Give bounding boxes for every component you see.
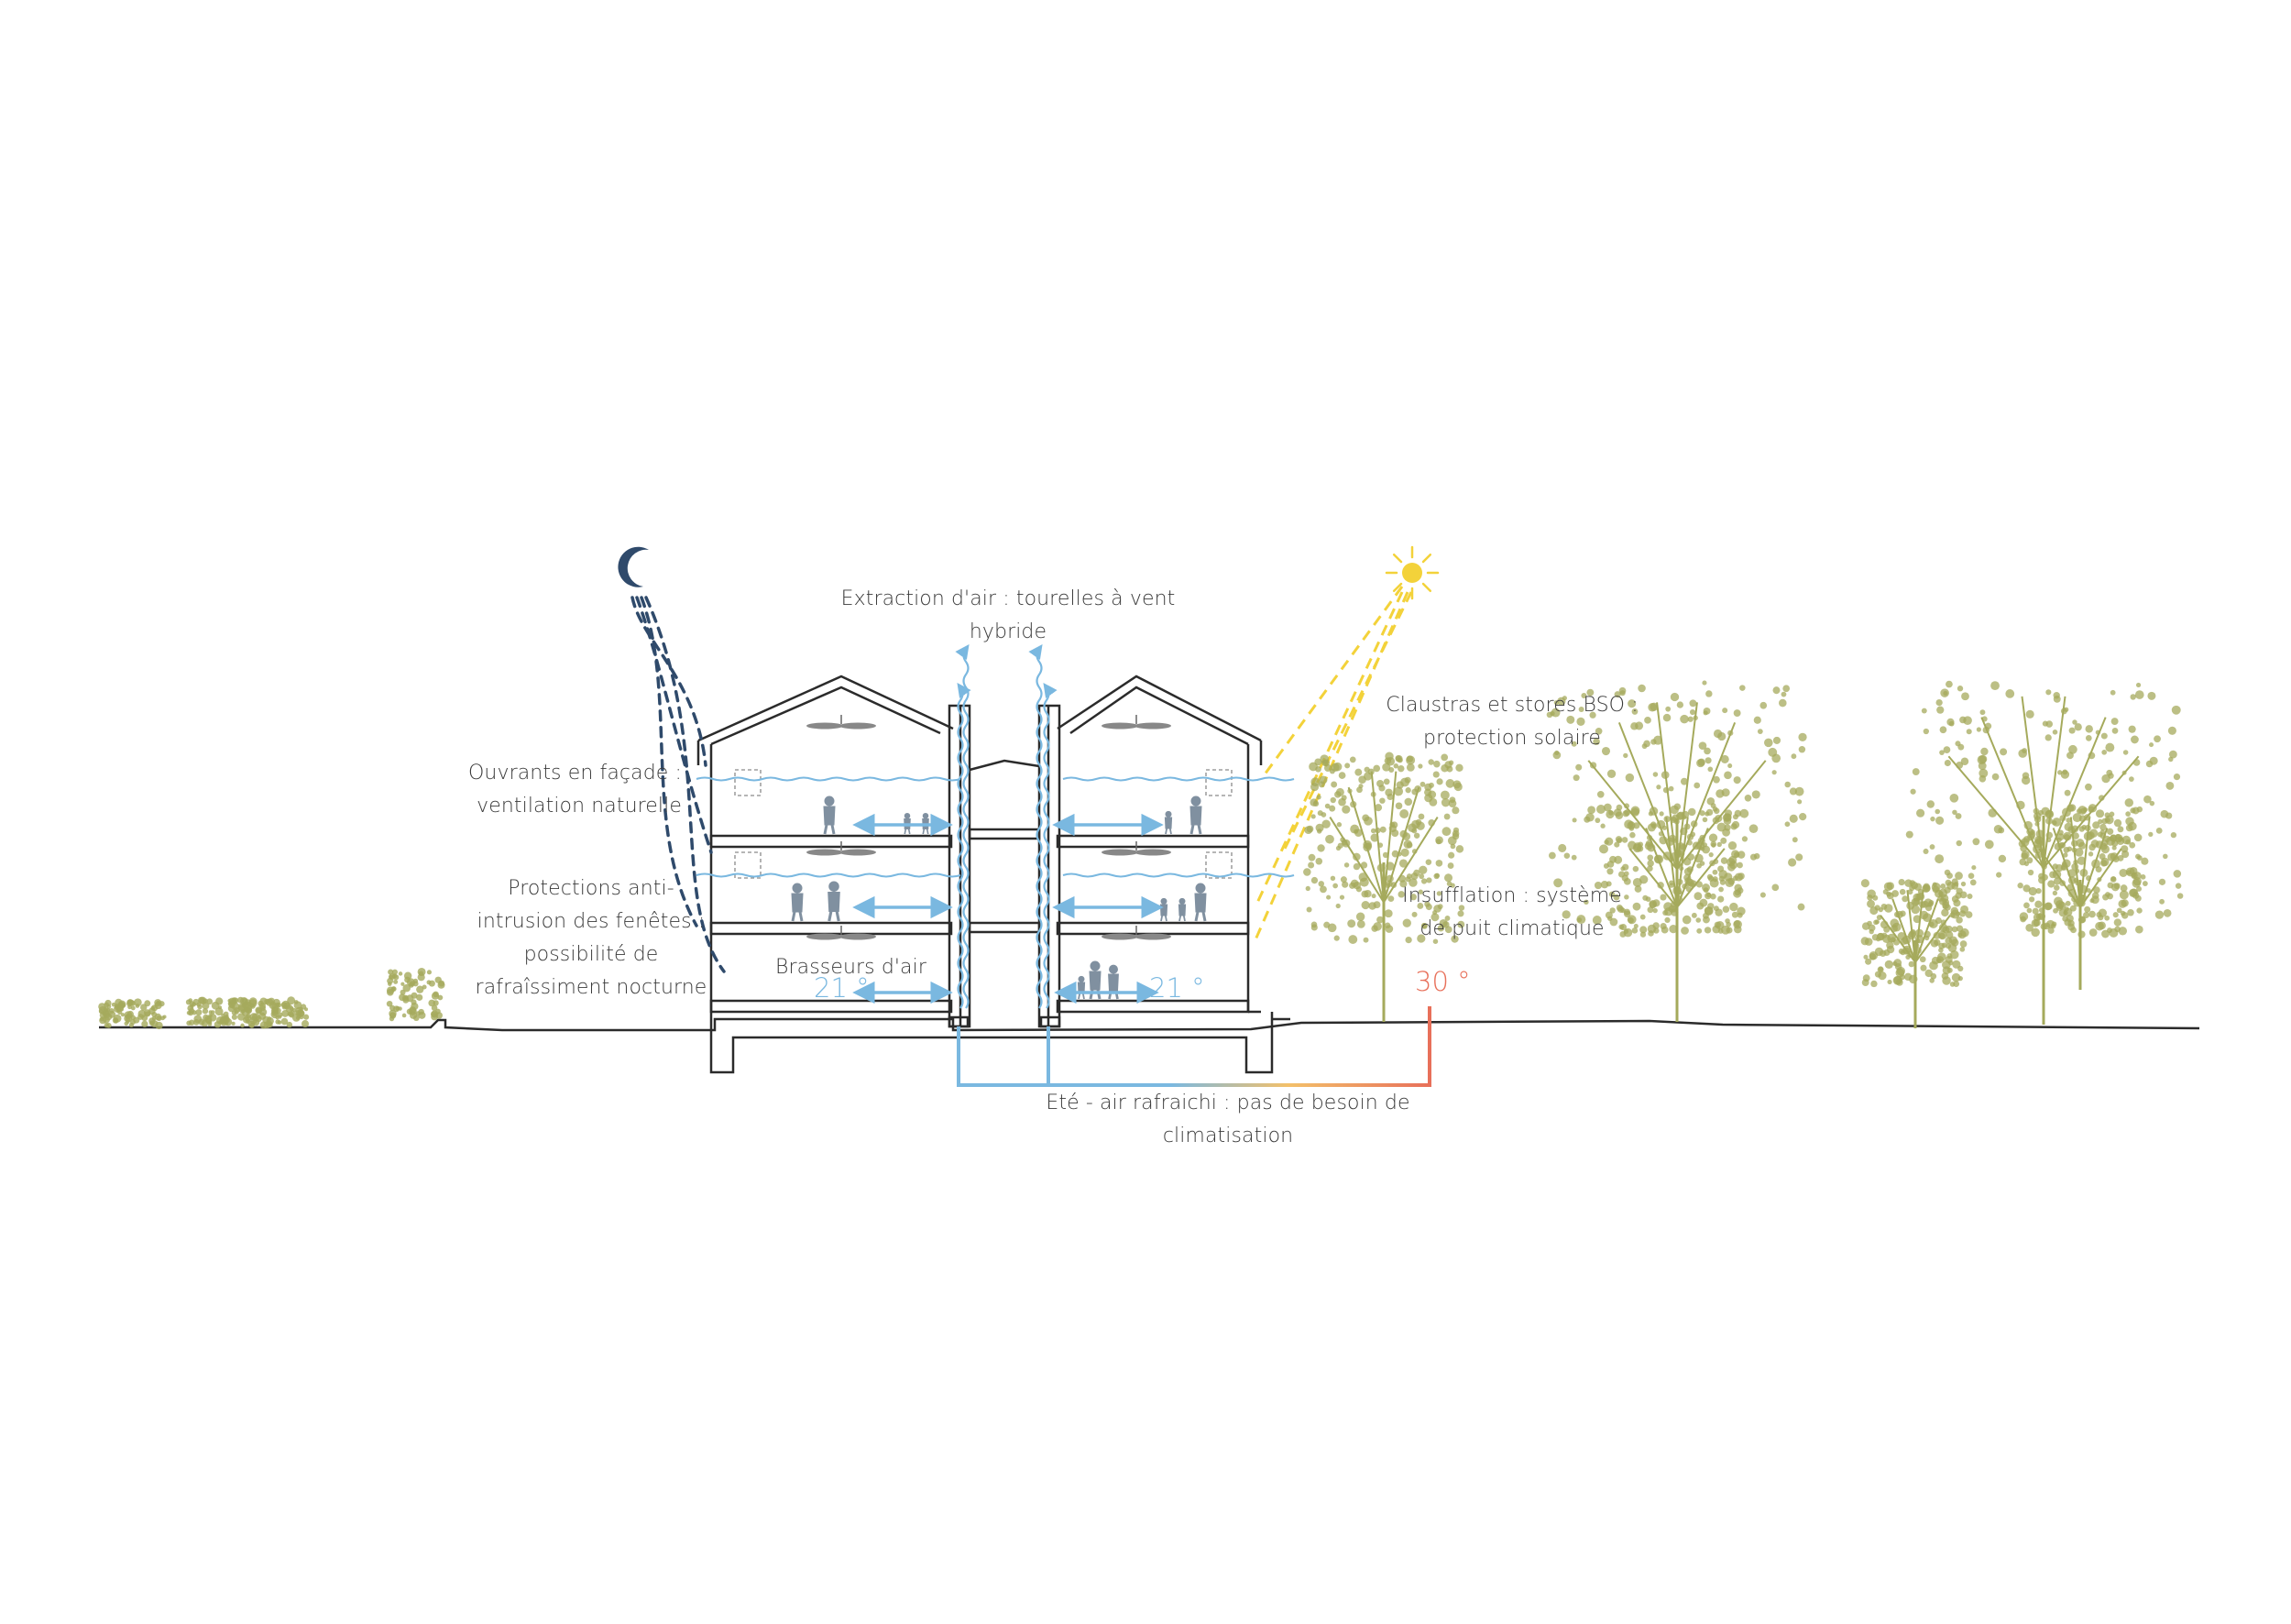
label-ouvrants: Ouvrants en façade : ventilation naturel…	[403, 757, 682, 823]
sun-ray	[1263, 586, 1404, 775]
label-extraction-line2: hybride	[969, 620, 1047, 643]
shrub-icon	[386, 967, 445, 1022]
label-protections: Protections anti- intrusion des fenêtes …	[458, 872, 724, 1004]
label-insufflation-line2: de puit climatique	[1420, 917, 1605, 940]
ceiling-fan-icon	[1102, 841, 1171, 856]
label-extraction-line1: Extraction d'air : tourelles à vent	[840, 587, 1176, 610]
night-cooling-ray	[630, 596, 707, 767]
night-cooling-ray	[635, 596, 713, 854]
moon-icon	[618, 546, 649, 587]
extraction-airflow-arrow	[955, 643, 970, 1009]
night-cooling-ray	[640, 596, 698, 927]
sun-ray	[1255, 591, 1404, 904]
label-ouvrants-line1: Ouvrants en façade :	[467, 762, 682, 785]
person-icon	[1194, 883, 1207, 922]
tree-icon	[1546, 680, 1807, 1022]
label-extraction: Extraction d'air : tourelles à vent hybr…	[825, 583, 1191, 649]
temp-inside-right: 21 °	[1149, 972, 1205, 1004]
person-icon	[1178, 897, 1187, 922]
label-claustras-line2: protection solaire	[1423, 727, 1601, 750]
label-ete: Eté - air rafraichi : pas de besoin de c…	[1036, 1087, 1420, 1153]
sun-ray	[1281, 591, 1413, 853]
shrub-icon	[185, 996, 254, 1028]
natural-ventilation-breeze	[1062, 872, 1295, 878]
extraction-airflow-arrow	[1043, 682, 1058, 1009]
shrub-icon	[98, 998, 167, 1030]
person-icon	[1077, 975, 1086, 1000]
ceiling-fan-icon	[1102, 715, 1171, 730]
temp-inside-left: 21 °	[814, 972, 870, 1004]
ceiling-fan-icon	[806, 926, 876, 940]
label-insufflation: Insufflation : système de puit climatiqu…	[1402, 880, 1622, 946]
label-brasseurs: Brasseurs d'air	[775, 956, 926, 979]
natural-ventilation-breeze	[696, 776, 961, 782]
ceiling-fan-icon	[806, 841, 876, 856]
person-icon	[791, 883, 804, 922]
label-ete-line1: Eté - air rafraichi : pas de besoin de	[1046, 1092, 1410, 1114]
person-icon	[828, 881, 840, 922]
ground-line	[99, 1017, 2200, 1032]
extraction-airflow-arrow	[957, 682, 971, 1009]
shrub-icon	[240, 996, 310, 1029]
label-protections-line1: Protections anti-	[508, 877, 674, 900]
label-insufflation-line1: Insufflation : système	[1402, 884, 1622, 907]
label-protections-line3: possibilité de	[523, 943, 659, 966]
sun-icon	[1385, 545, 1440, 600]
tree-icon	[1860, 878, 1969, 1028]
natural-ventilation-breeze	[696, 872, 961, 878]
night-cooling-ray	[644, 596, 726, 973]
label-claustras: Claustras et stores BSO : protection sol…	[1375, 689, 1650, 755]
ceiling-fan-icon	[806, 715, 876, 730]
temp-outside: 30 °	[1415, 966, 1471, 997]
facade-openings	[734, 769, 1233, 879]
tree-icon	[2018, 804, 2143, 990]
person-icon	[1159, 897, 1168, 922]
label-ete-line2: climatisation	[1162, 1125, 1294, 1147]
geothermal-air-duct	[957, 1006, 1431, 1087]
person-icon	[1189, 796, 1202, 835]
label-protections-line4: rafraîssiment nocturne	[475, 976, 707, 999]
label-protections-line2: intrusion des fenêtes :	[477, 910, 706, 933]
tree-icon	[1303, 752, 1465, 1022]
tree-icon	[1605, 803, 1748, 990]
person-icon	[823, 796, 836, 835]
label-claustras-line1: Claustras et stores BSO :	[1386, 694, 1639, 717]
natural-ventilation-breeze	[1062, 776, 1295, 782]
label-ouvrants-line2: ventilation naturelle	[477, 795, 682, 817]
extraction-airflow-arrow	[1028, 643, 1043, 1009]
ceiling-fan-icon	[1102, 926, 1171, 940]
person-icon	[1164, 810, 1173, 835]
